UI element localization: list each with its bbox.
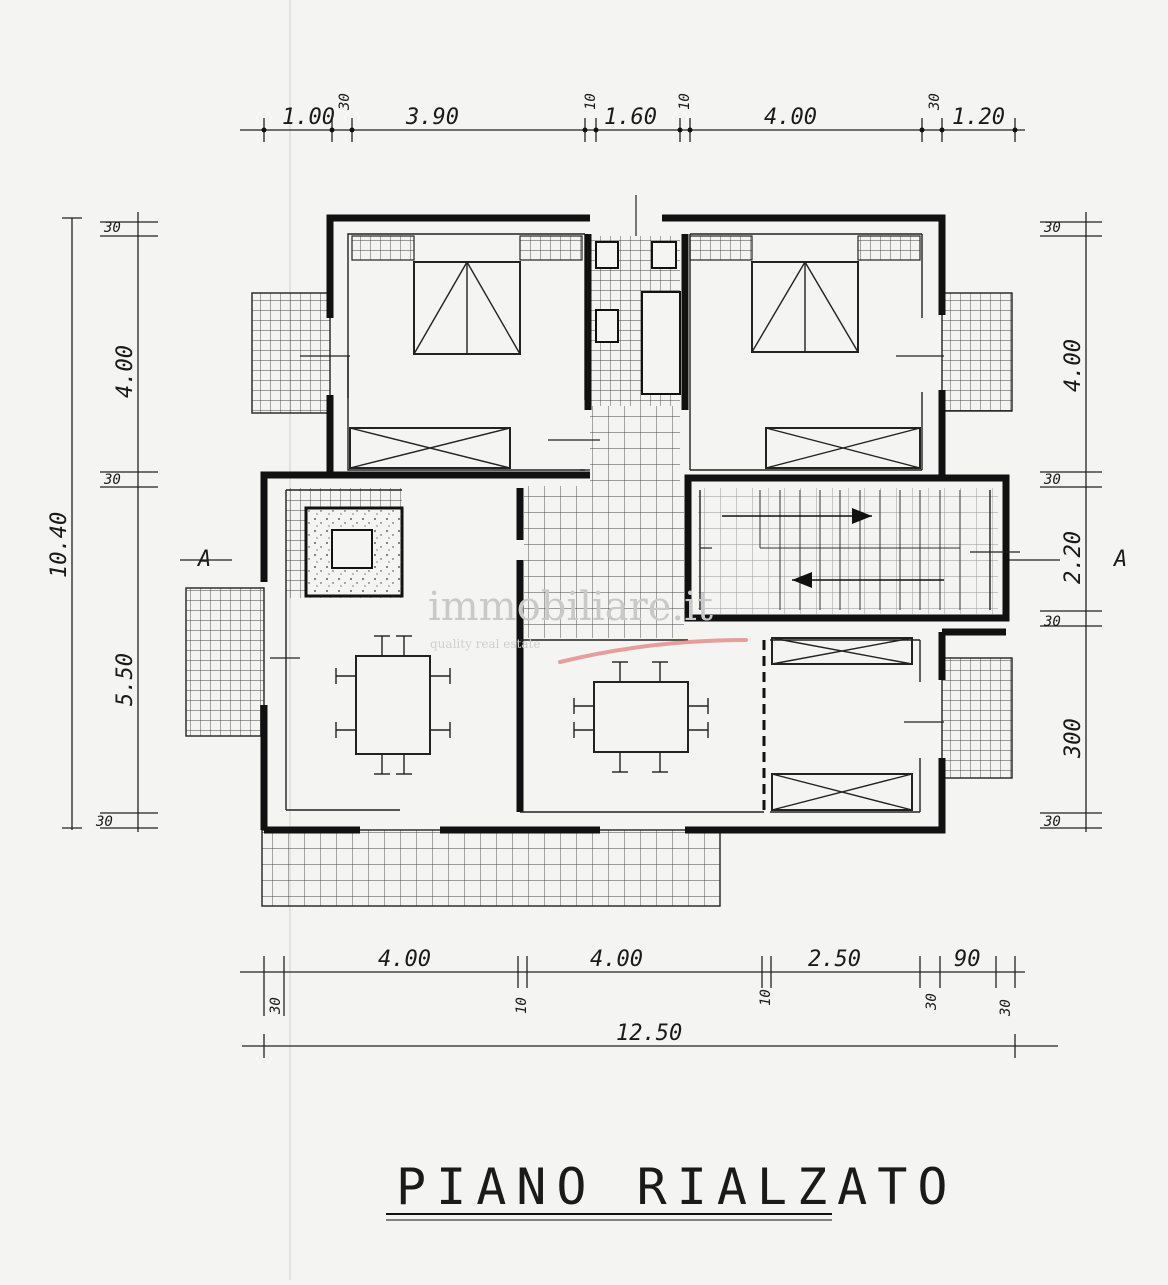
left-dim-1: 30 <box>103 220 121 236</box>
bottom-dim-4: 90 <box>954 947 981 972</box>
top-dim-1: 1.00 <box>282 105 335 130</box>
bottom-dim-2: 4.00 <box>590 947 643 972</box>
walls <box>260 214 1010 834</box>
top-dim-9: 1.20 <box>952 105 1005 130</box>
section-mark-right: A <box>1112 547 1127 572</box>
top-dim-7: 4.00 <box>764 105 817 130</box>
top-dim-3: 3.90 <box>405 105 459 130</box>
left-dim-2: 4.00 <box>113 345 138 398</box>
bottom-dimension-chain: 4.00 4.00 2.50 90 30 10 10 30 30 12.50 <box>240 947 1058 1058</box>
top-dim-2: 30 <box>337 93 353 111</box>
dining-tables <box>335 635 709 775</box>
right-dim-1: 30 <box>1043 220 1061 236</box>
top-dimension-chain: 1.00 30 3.90 10 1.60 10 4.00 30 1.20 <box>240 93 1025 142</box>
door-marks <box>270 195 1020 723</box>
bottom-small-dim-1: 30 <box>268 997 284 1015</box>
left-dim-3: 30 <box>103 472 121 488</box>
bottom-small-dim-4: 30 <box>924 993 940 1011</box>
beds <box>351 235 921 355</box>
top-dim-6: 10 <box>677 93 693 110</box>
right-dimension-chain: 30 4.00 30 2.20 30 300 30 <box>1040 212 1102 832</box>
left-dim-4: 5.50 <box>113 653 138 706</box>
bottom-dim-3: 2.50 <box>808 947 861 972</box>
bathroom-fixtures <box>595 241 681 395</box>
right-dim-4: 2.20 <box>1061 531 1086 584</box>
bottom-small-dim-5: 30 <box>998 999 1014 1017</box>
top-dim-8: 30 <box>927 93 943 111</box>
watermark-brand: immobiliare.it <box>428 584 713 630</box>
right-dim-7: 30 <box>1043 814 1061 830</box>
right-dim-3: 30 <box>1043 472 1061 488</box>
top-dim-5: 1.60 <box>604 105 657 130</box>
plan-title-block: PIANO RIALZATO <box>386 1158 957 1221</box>
right-dim-2: 4.00 <box>1061 339 1086 392</box>
fireplace <box>304 506 404 598</box>
overall-width-dim: 12.50 <box>616 1021 682 1046</box>
right-dim-6: 300 <box>1061 718 1086 759</box>
right-dim-5: 30 <box>1043 614 1061 630</box>
watermark: immobiliare.it quality real estate <box>428 584 748 664</box>
top-dim-4: 10 <box>583 93 599 110</box>
bottom-dim-1: 4.00 <box>378 947 431 972</box>
overall-height-dim: 10.40 <box>47 512 72 578</box>
watermark-tagline: quality real estate <box>430 637 540 651</box>
bottom-small-dim-3: 10 <box>758 989 774 1006</box>
left-dim-5: 30 <box>95 814 113 830</box>
plan-title: PIANO RIALZATO <box>396 1158 957 1216</box>
left-dimension-chain: 10.40 30 4.00 30 5.50 30 <box>47 212 158 832</box>
bottom-small-dim-2: 10 <box>514 997 530 1014</box>
exterior-steps <box>185 292 1013 907</box>
wardrobes <box>349 427 921 811</box>
